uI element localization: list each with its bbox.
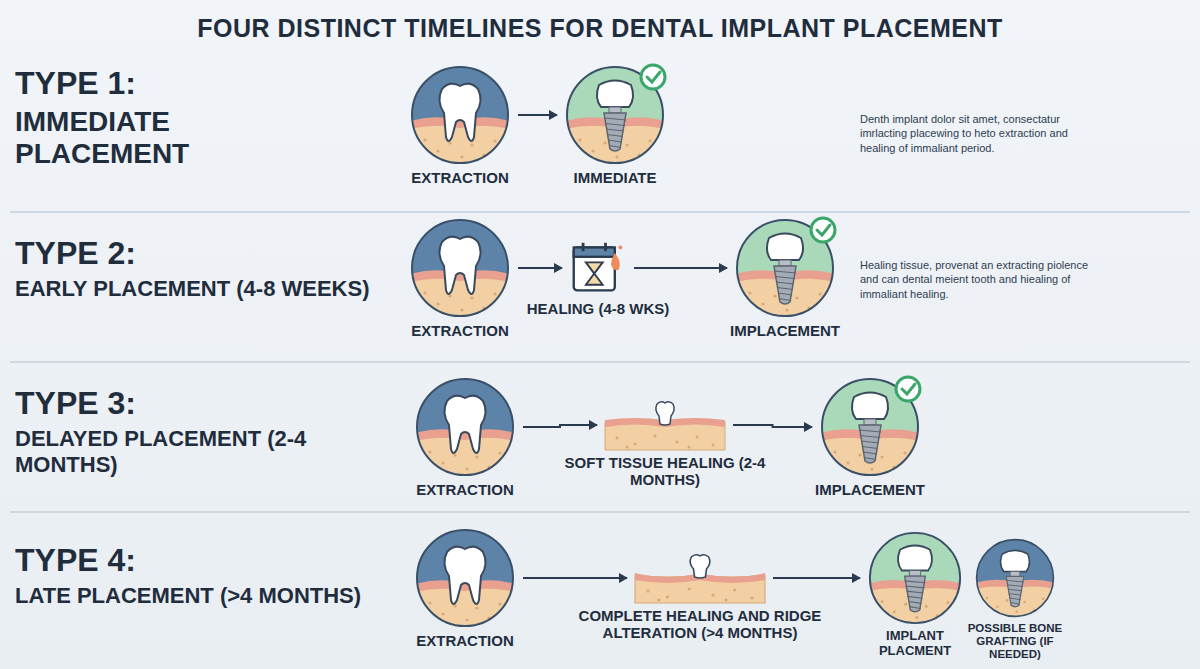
implant-circle: IMPLACEMENT [735, 218, 835, 318]
flow-arrow [518, 267, 562, 269]
diagram-title: FOUR DISTINCT TIMELINES FOR DENTAL IMPLA… [0, 14, 1200, 43]
type-heading: IMMEDIATE PLACEMENT [15, 106, 345, 170]
node-label: EXTRACTION [390, 322, 530, 339]
type-number: TYPE 2: [15, 236, 400, 271]
type-heading: EARLY PLACEMENT (4-8 WEEKS) [15, 276, 400, 302]
flow-arrow [523, 577, 627, 579]
type-number: TYPE 3: [15, 386, 400, 421]
node-label: IMPLANT PLACMENT [870, 629, 960, 659]
divider [10, 511, 1190, 513]
flow-arrow [518, 114, 557, 116]
node-label: IMPLACEMENT [710, 322, 860, 339]
tooth-icon [410, 65, 510, 165]
calendar-icon-box: HEALING (4-8 WKS) [570, 240, 626, 296]
flow-arrow [523, 425, 597, 427]
side-note: Denth implant dolor sit amet, consectatu… [860, 112, 1090, 155]
type-number: TYPE 4: [15, 543, 400, 578]
implant-icon [735, 218, 835, 318]
node-label: POSSIBLE BONE GRAFTING (IF NEEDED) [955, 622, 1075, 662]
flow-arrow [634, 267, 727, 269]
type-heading: LATE PLACEMENT (>4 MONTHS) [15, 583, 400, 609]
implant-icon [565, 65, 665, 165]
divider [10, 361, 1190, 363]
tooth-circle: EXTRACTION [415, 377, 515, 477]
type-number: TYPE 1: [15, 66, 400, 101]
implant-circle: IMMEDIATE [565, 65, 665, 165]
implant-icon [975, 538, 1055, 618]
side-note: Healing tissue, provenat an extracting p… [860, 258, 1090, 301]
implant-icon [868, 531, 962, 625]
tooth-icon [410, 218, 510, 318]
node-label: EXTRACTION [395, 632, 535, 649]
node-label: SOFT TISSUE HEALING (2-4 MONTHS) [540, 454, 790, 489]
bone-graft-circle: POSSIBLE BONE GRAFTING (IF NEEDED) [975, 538, 1055, 618]
node-label: EXTRACTION [395, 481, 535, 498]
flow-arrow [773, 577, 860, 579]
tooth-circle: EXTRACTION [410, 218, 510, 318]
gum-icon-box: SOFT TISSUE HEALING (2-4 MONTHS) [605, 400, 725, 450]
node-label: IMPLACEMENT [795, 481, 945, 498]
implant-circle: IMPLANT PLACMENT [868, 531, 962, 625]
tooth-icon [415, 528, 515, 628]
node-label: HEALING (4-8 WKS) [523, 300, 673, 317]
node-label: COMPLETE HEALING AND RIDGE ALTERATION (>… [535, 607, 865, 642]
divider [10, 211, 1190, 213]
tooth-icon [415, 377, 515, 477]
tooth-circle: EXTRACTION [410, 65, 510, 165]
implant-icon [820, 377, 920, 477]
node-label: IMMEDIATE [545, 169, 685, 186]
type-heading: DELAYED PLACEMENT (2-4 MONTHS) [15, 426, 400, 479]
gum-ridge-icon [605, 400, 725, 450]
tooth-circle: EXTRACTION [415, 528, 515, 628]
flow-arrow [733, 425, 812, 427]
calendar-icon [570, 240, 626, 296]
implant-circle: IMPLACEMENT [820, 377, 920, 477]
gum-icon-box: COMPLETE HEALING AND RIDGE ALTERATION (>… [635, 553, 765, 603]
node-label: EXTRACTION [390, 169, 530, 186]
gum-ridge-icon [635, 553, 765, 603]
